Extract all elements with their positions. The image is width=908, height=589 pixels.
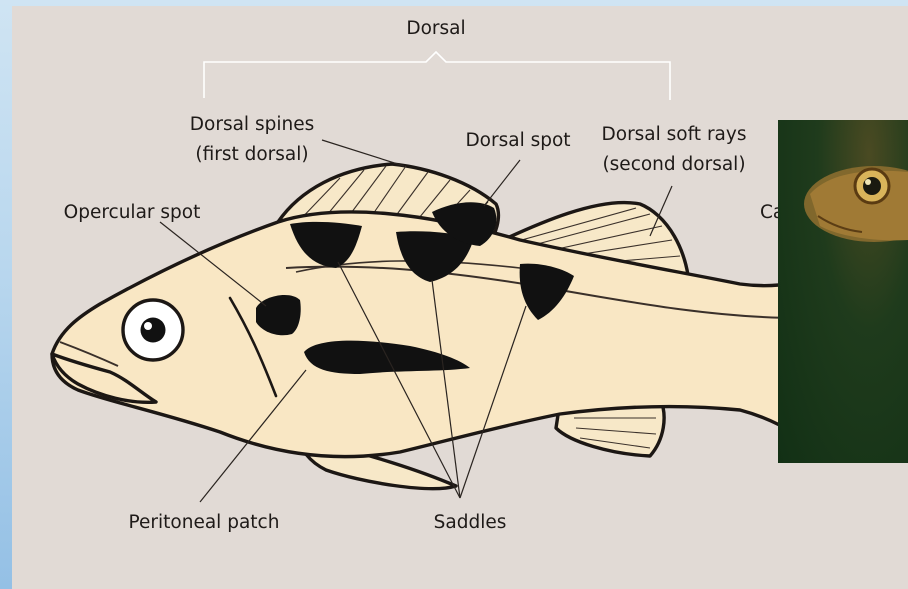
- rockfish-photo: [778, 120, 908, 463]
- label-saddles: Saddles: [434, 512, 507, 533]
- label-opercular-spot: Opercular spot: [64, 202, 201, 223]
- label-dorsal-spines: Dorsal spines: [190, 114, 314, 135]
- label-peritoneal-patch: Peritoneal patch: [129, 512, 280, 533]
- label-dorsal-soft-rays-sub: (second dorsal): [602, 154, 745, 175]
- eye: [123, 300, 183, 360]
- dorsal-bracket: [204, 52, 670, 100]
- label-dorsal: Dorsal: [406, 18, 465, 39]
- label-dorsal-soft-rays: Dorsal soft rays: [602, 124, 747, 145]
- label-dorsal-spot: Dorsal spot: [465, 130, 570, 151]
- rockfish-photo-image: [778, 120, 908, 463]
- label-dorsal-spines-sub: (first dorsal): [195, 144, 308, 165]
